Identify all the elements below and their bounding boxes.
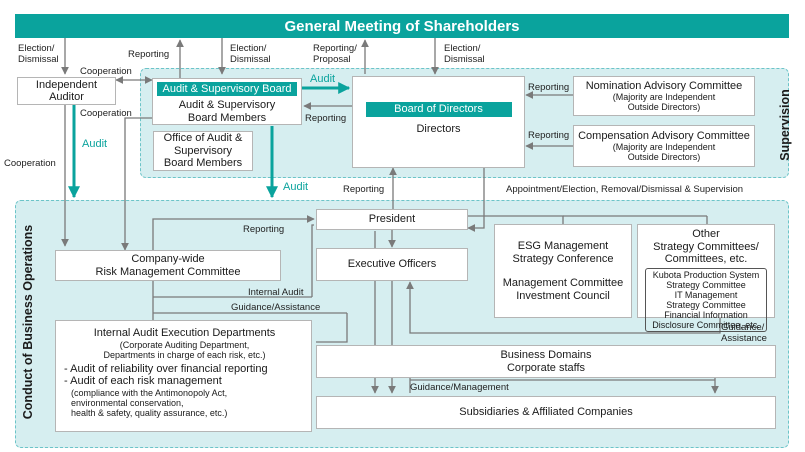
office-asb-line2: Supervisory: [173, 144, 233, 157]
internal-audit-box: Internal Audit Execution Departments (Co…: [55, 320, 312, 432]
esg-line5: Investment Council: [516, 289, 610, 302]
internal-audit-item2-sub3: health & safety, quality assurance, etc.…: [71, 407, 228, 418]
other-title2: Strategy Committees/: [653, 240, 759, 253]
internal-audit-title: Internal Audit Execution Departments: [93, 327, 276, 339]
esg-line2: Strategy Conference: [512, 252, 614, 265]
label-reporting-pres-bod: Reporting: [343, 184, 385, 195]
arrow-guidance-assistance: [406, 281, 721, 334]
business-domains-box: Business Domains Corporate staffs: [316, 345, 776, 378]
label-cooperation-mid: Cooperation: [80, 108, 132, 119]
office-asb-line1: Office of Audit &: [163, 132, 243, 145]
arrow-cooperation-mid: [121, 117, 152, 251]
label-cooperation-left: Cooperation: [4, 158, 56, 169]
arrow-reporting-risk-pres: [152, 215, 315, 250]
compensation-sub1: (Majority are Independent: [612, 142, 716, 153]
compensation-title: Compensation Advisory Committee: [578, 129, 750, 142]
nomination-title: Nomination Advisory Committee: [585, 79, 743, 92]
other-title3: Committees, etc.: [664, 253, 748, 265]
nomination-committee-box: Nomination Advisory Committee (Majority …: [573, 76, 755, 116]
directors-label: Directors: [416, 123, 461, 135]
other-items-box: Kubota Production System Strategy Commit…: [645, 267, 767, 332]
nomination-sub2: Outside Directors): [627, 102, 701, 113]
label-guidance-management: Guidance/Management: [410, 382, 509, 393]
other-item2: Strategy Committee: [666, 279, 746, 290]
label-election-dismissal-right: Election/Dismissal: [444, 43, 485, 65]
risk-committee-line1: Company-wide: [131, 253, 205, 265]
compensation-committee-box: Compensation Advisory Committee (Majorit…: [573, 125, 755, 167]
other-item1: Kubota Production System: [652, 269, 760, 280]
asb-members-line2: Board Members: [187, 111, 267, 124]
label-reporting-risk-pres: Reporting: [243, 224, 285, 235]
nomination-sub1: (Majority are Independent: [612, 92, 716, 103]
audit-supervisory-board-box: Audit & Supervisory Board Audit & Superv…: [152, 78, 302, 125]
office-asb-line3: Board Members: [163, 157, 243, 170]
subsidiaries-box: Subsidiaries & Affiliated Companies: [316, 396, 776, 429]
business-domains-line1: Business Domains: [500, 349, 592, 361]
label-reporting-proposal: Reporting/Proposal: [313, 43, 357, 65]
esg-box: ESG Management Strategy Conference Manag…: [494, 224, 632, 318]
executive-officers-box: Executive Officers: [316, 248, 468, 281]
label-reporting-bod-asb: Reporting: [305, 113, 347, 124]
label-election-dismissal-mid: Election/Dismissal: [230, 43, 271, 65]
label-reporting-top: Reporting: [128, 49, 170, 60]
label-election-dismissal-left: Election/Dismissal: [18, 43, 59, 65]
internal-audit-item1: - Audit of reliability over financial re…: [64, 362, 268, 375]
compensation-sub2: Outside Directors): [627, 152, 701, 163]
other-committees-box: Other Strategy Committees/ Committees, e…: [637, 224, 775, 332]
business-domains-line2: Corporate staffs: [506, 361, 586, 374]
arrow-appointment: [467, 168, 485, 232]
risk-committee-box: Company-wide Risk Management Committee: [55, 250, 281, 281]
president-box: President: [316, 209, 468, 230]
label-reporting-nom: Reporting: [528, 82, 570, 93]
office-asb-box: Office of Audit & Supervisory Board Memb…: [153, 131, 253, 171]
asb-members-line1: Audit & Supervisory: [178, 99, 276, 111]
board-of-directors-box: Board of Directors Directors: [352, 76, 525, 168]
other-item3: IT Management: [674, 289, 738, 300]
independent-auditor-box: Independent Auditor: [17, 77, 116, 105]
label-guidance-assistance-right: Guidance/Assistance: [721, 322, 767, 344]
internal-audit-item2-sub2: environmental conservation,: [71, 397, 184, 408]
other-item4: Strategy Committee: [666, 299, 746, 310]
label-cooperation-top: Cooperation: [80, 66, 132, 77]
label-audit-left: Audit: [82, 138, 108, 150]
arrow-internal-audit: [311, 224, 314, 297]
label-audit-bottom: Audit: [283, 181, 309, 193]
label-reporting-comp: Reporting: [528, 130, 570, 141]
internal-audit-sub2: Departments in charge of each risk, etc.…: [103, 349, 266, 360]
general-meeting-header: General Meeting of Shareholders: [15, 14, 789, 38]
esg-line4: Management Committee: [502, 277, 624, 289]
independent-auditor-line1: Independent: [35, 78, 98, 91]
other-item5: Financial Information: [664, 309, 748, 320]
other-title1: Other: [692, 228, 720, 240]
risk-committee-line2: Risk Management Committee: [95, 265, 241, 278]
label-internal-audit: Internal Audit: [248, 287, 304, 298]
other-item6: Disclosure Committee, etc.: [652, 319, 760, 330]
bod-title-bar: Board of Directors: [365, 102, 512, 117]
label-appointment: Appointment/Election, Removal/Dismissal …: [506, 184, 744, 195]
label-guidance-assistance: Guidance/Assistance: [231, 302, 321, 313]
internal-audit-item2: - Audit of each risk management: [64, 375, 222, 387]
label-audit-right: Audit: [310, 73, 336, 85]
internal-audit-item2-sub1: (compliance with the Antimonopoly Act,: [71, 387, 228, 398]
esg-line1: ESG Management: [517, 240, 609, 252]
asb-title-bar: Audit & Supervisory Board: [157, 82, 297, 96]
independent-auditor-line2: Auditor: [49, 91, 84, 103]
internal-audit-sub1: (Corporate Auditing Department,: [119, 339, 250, 350]
